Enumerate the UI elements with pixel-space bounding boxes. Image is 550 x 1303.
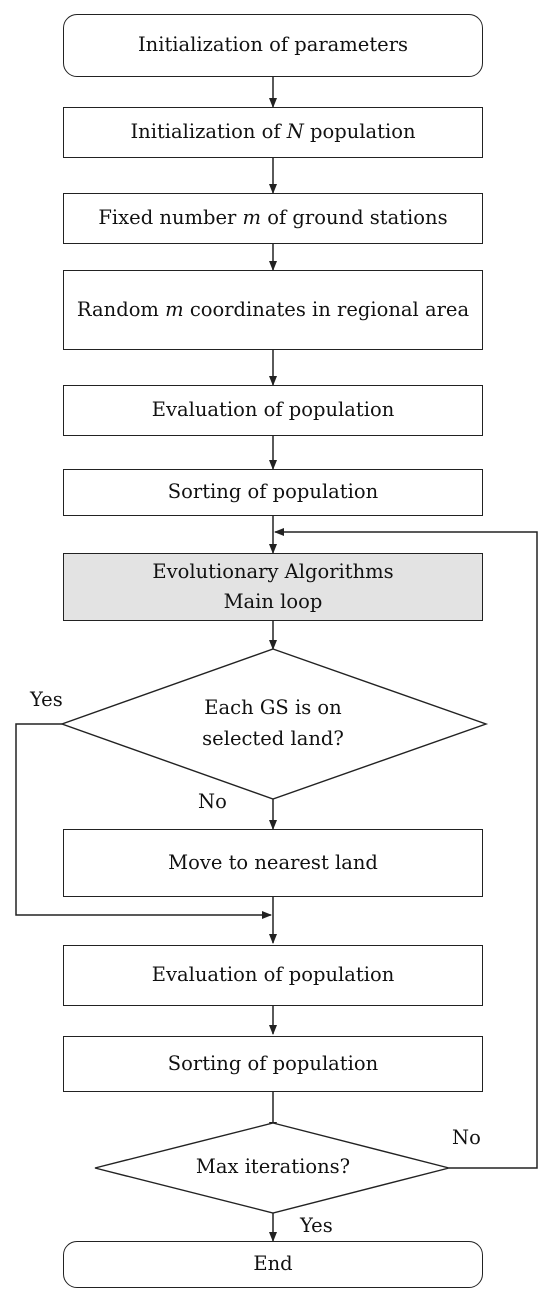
move-nearest-land-box: Move to nearest land: [63, 829, 483, 897]
gs-no-label: No: [198, 790, 227, 813]
station-count-variable: m: [242, 206, 262, 230]
coordinate-count-variable: m: [165, 297, 184, 321]
max-yes-label: Yes: [300, 1214, 333, 1237]
end-box: End: [63, 1241, 483, 1288]
fixed-ground-stations-label: Fixed number m of ground stations: [98, 203, 447, 233]
init-population-label: Initialization of N population: [130, 117, 415, 147]
random-coordinates-label: Random m coordinates in regional area: [77, 295, 469, 325]
max-no-label: No: [452, 1126, 481, 1149]
gs-yes-label: Yes: [30, 688, 63, 711]
random-coords-text-before: Random: [76, 297, 166, 321]
decision-diamond-max-iterations: [94, 1122, 450, 1214]
arrow-decision-yes-bypass: [15, 723, 272, 919]
evaluation-population-label-1: Evaluation of population: [151, 398, 395, 422]
evaluation-population-label-2: Evaluation of population: [151, 963, 395, 987]
init-population-box: Initialization of N population: [63, 107, 483, 158]
init-population-text-before: Initialization of: [130, 120, 287, 144]
init-population-text-after: population: [303, 120, 416, 144]
fixed-gs-text-after: of ground stations: [261, 206, 448, 230]
gs-on-land-line2: selected land?: [202, 727, 344, 751]
init-parameters-box: Initialization of parameters: [63, 14, 483, 77]
random-coords-text-after: coordinates in regional area: [183, 297, 470, 321]
max-iterations-question: Max iterations?: [195, 1155, 351, 1178]
init-parameters-label: Initialization of parameters: [137, 33, 409, 57]
sorting-population-label-1: Sorting of population: [167, 480, 379, 504]
population-size-variable: N: [286, 120, 304, 144]
sorting-population-label-2: Sorting of population: [167, 1051, 379, 1075]
ea-main-loop-line1: Evolutionary Algorithms: [152, 559, 394, 583]
gs-on-land-line1: Each GS is on: [204, 696, 342, 719]
end-label: End: [253, 1252, 293, 1276]
move-nearest-land-label: Move to nearest land: [168, 850, 378, 874]
evaluation-population-box-1: Evaluation of population: [63, 385, 483, 436]
ea-main-loop-box: Evolutionary Algorithms Main loop: [63, 553, 483, 621]
ea-main-loop-line2: Main loop: [223, 590, 323, 613]
sorting-population-box-1: Sorting of population: [63, 469, 483, 516]
decision-diamond-gs-on-land: [59, 648, 489, 800]
random-coordinates-box: Random m coordinates in regional area: [63, 270, 483, 350]
fixed-gs-text-before: Fixed number: [98, 206, 243, 230]
arrow-max-iter-no-loop-back: [274, 528, 538, 1169]
fixed-ground-stations-box: Fixed number m of ground stations: [63, 193, 483, 244]
sorting-population-box-2: Sorting of population: [63, 1036, 483, 1092]
evaluation-population-box-2: Evaluation of population: [63, 945, 483, 1006]
gs-on-land-question: Each GS is on selected land?: [143, 692, 403, 754]
